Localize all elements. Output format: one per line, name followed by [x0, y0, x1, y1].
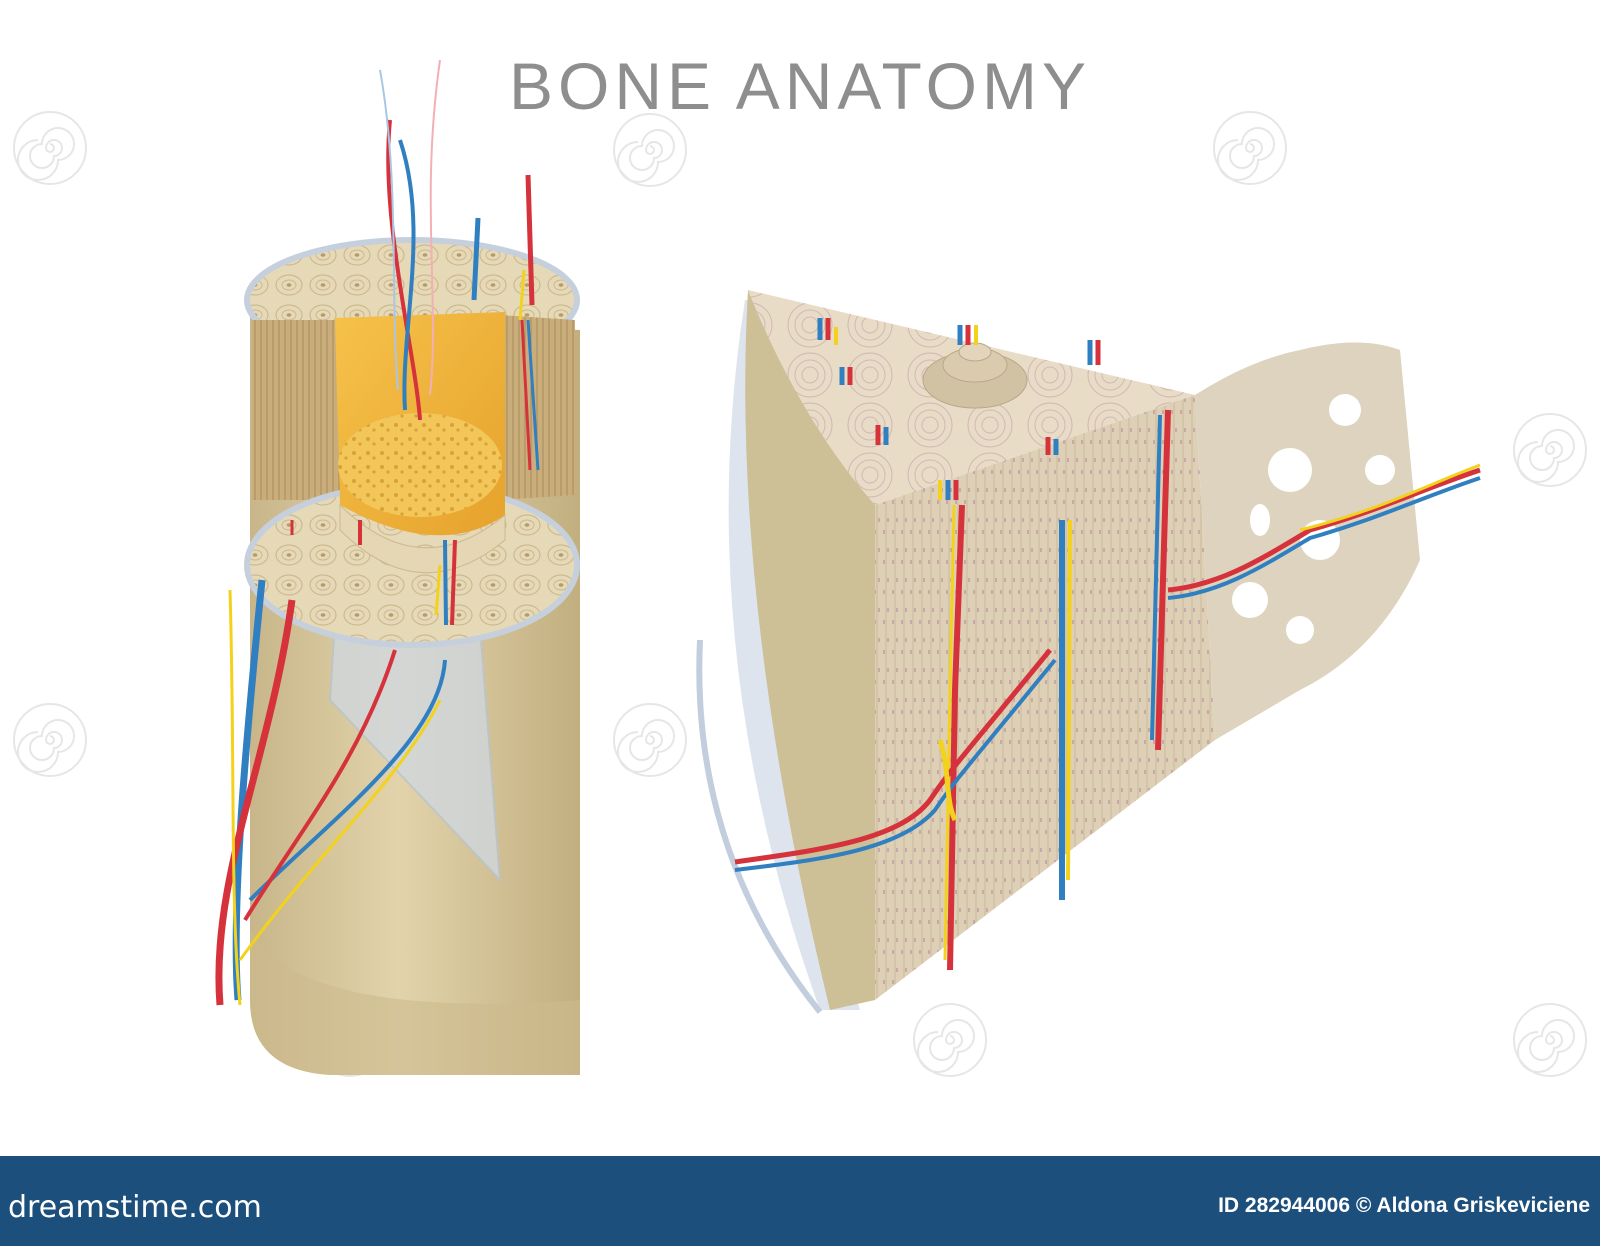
long-bone-section — [215, 59, 580, 1075]
image-credit: ID 282944006 © Aldona Griskeviciene — [1218, 1194, 1590, 1217]
bone-tissue-wedge — [696, 290, 1481, 1014]
bone-anatomy-illustration — [13, 59, 1587, 1077]
page-title: BONE ANATOMY — [508, 49, 1091, 123]
illustration-canvas: BONE ANATOMY — [13, 49, 1587, 1077]
brand-logo[interactable]: dreamstime.com — [8, 1190, 262, 1225]
vessel-stubs — [817, 318, 1101, 500]
footer-bar: dreamstime.com ID 282944006 © Aldona Gri… — [0, 1156, 1600, 1246]
